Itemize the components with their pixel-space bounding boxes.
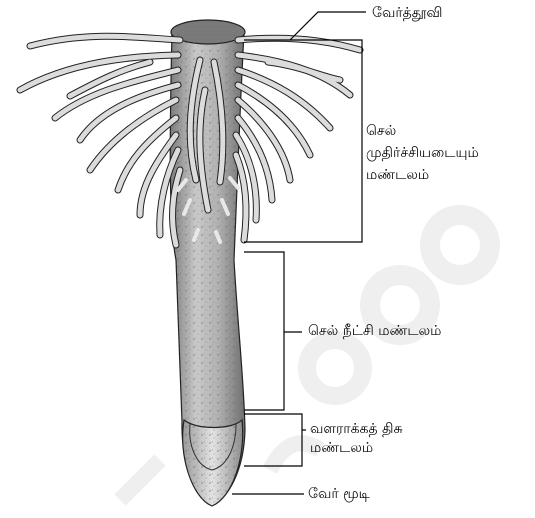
bracket-elongation <box>244 252 302 410</box>
root-cap-label: வேர் மூடி <box>308 485 370 503</box>
meristematic-zone-label-line-1: வளராக்கத் திசு <box>310 420 403 439</box>
meristematic-zone-label-line-2: மண்டலம் <box>310 439 403 458</box>
maturation-zone-label-line-3: மண்டலம் <box>366 164 479 186</box>
root-hair-label: வேர்த்தூவி <box>372 4 442 22</box>
elongation-zone-label: செல் நீட்சி மண்டலம் <box>308 322 441 340</box>
maturation-zone-label-line-1: செல் <box>366 120 479 142</box>
maturation-zone-label: செல் முதிர்ச்சியடையும் மண்டலம் <box>366 120 479 186</box>
root-cap-speck <box>183 420 243 506</box>
meristematic-zone-label: வளராக்கத் திசு மண்டலம் <box>310 420 403 458</box>
maturation-zone-label-line-2: முதிர்ச்சியடையும் <box>366 142 479 164</box>
